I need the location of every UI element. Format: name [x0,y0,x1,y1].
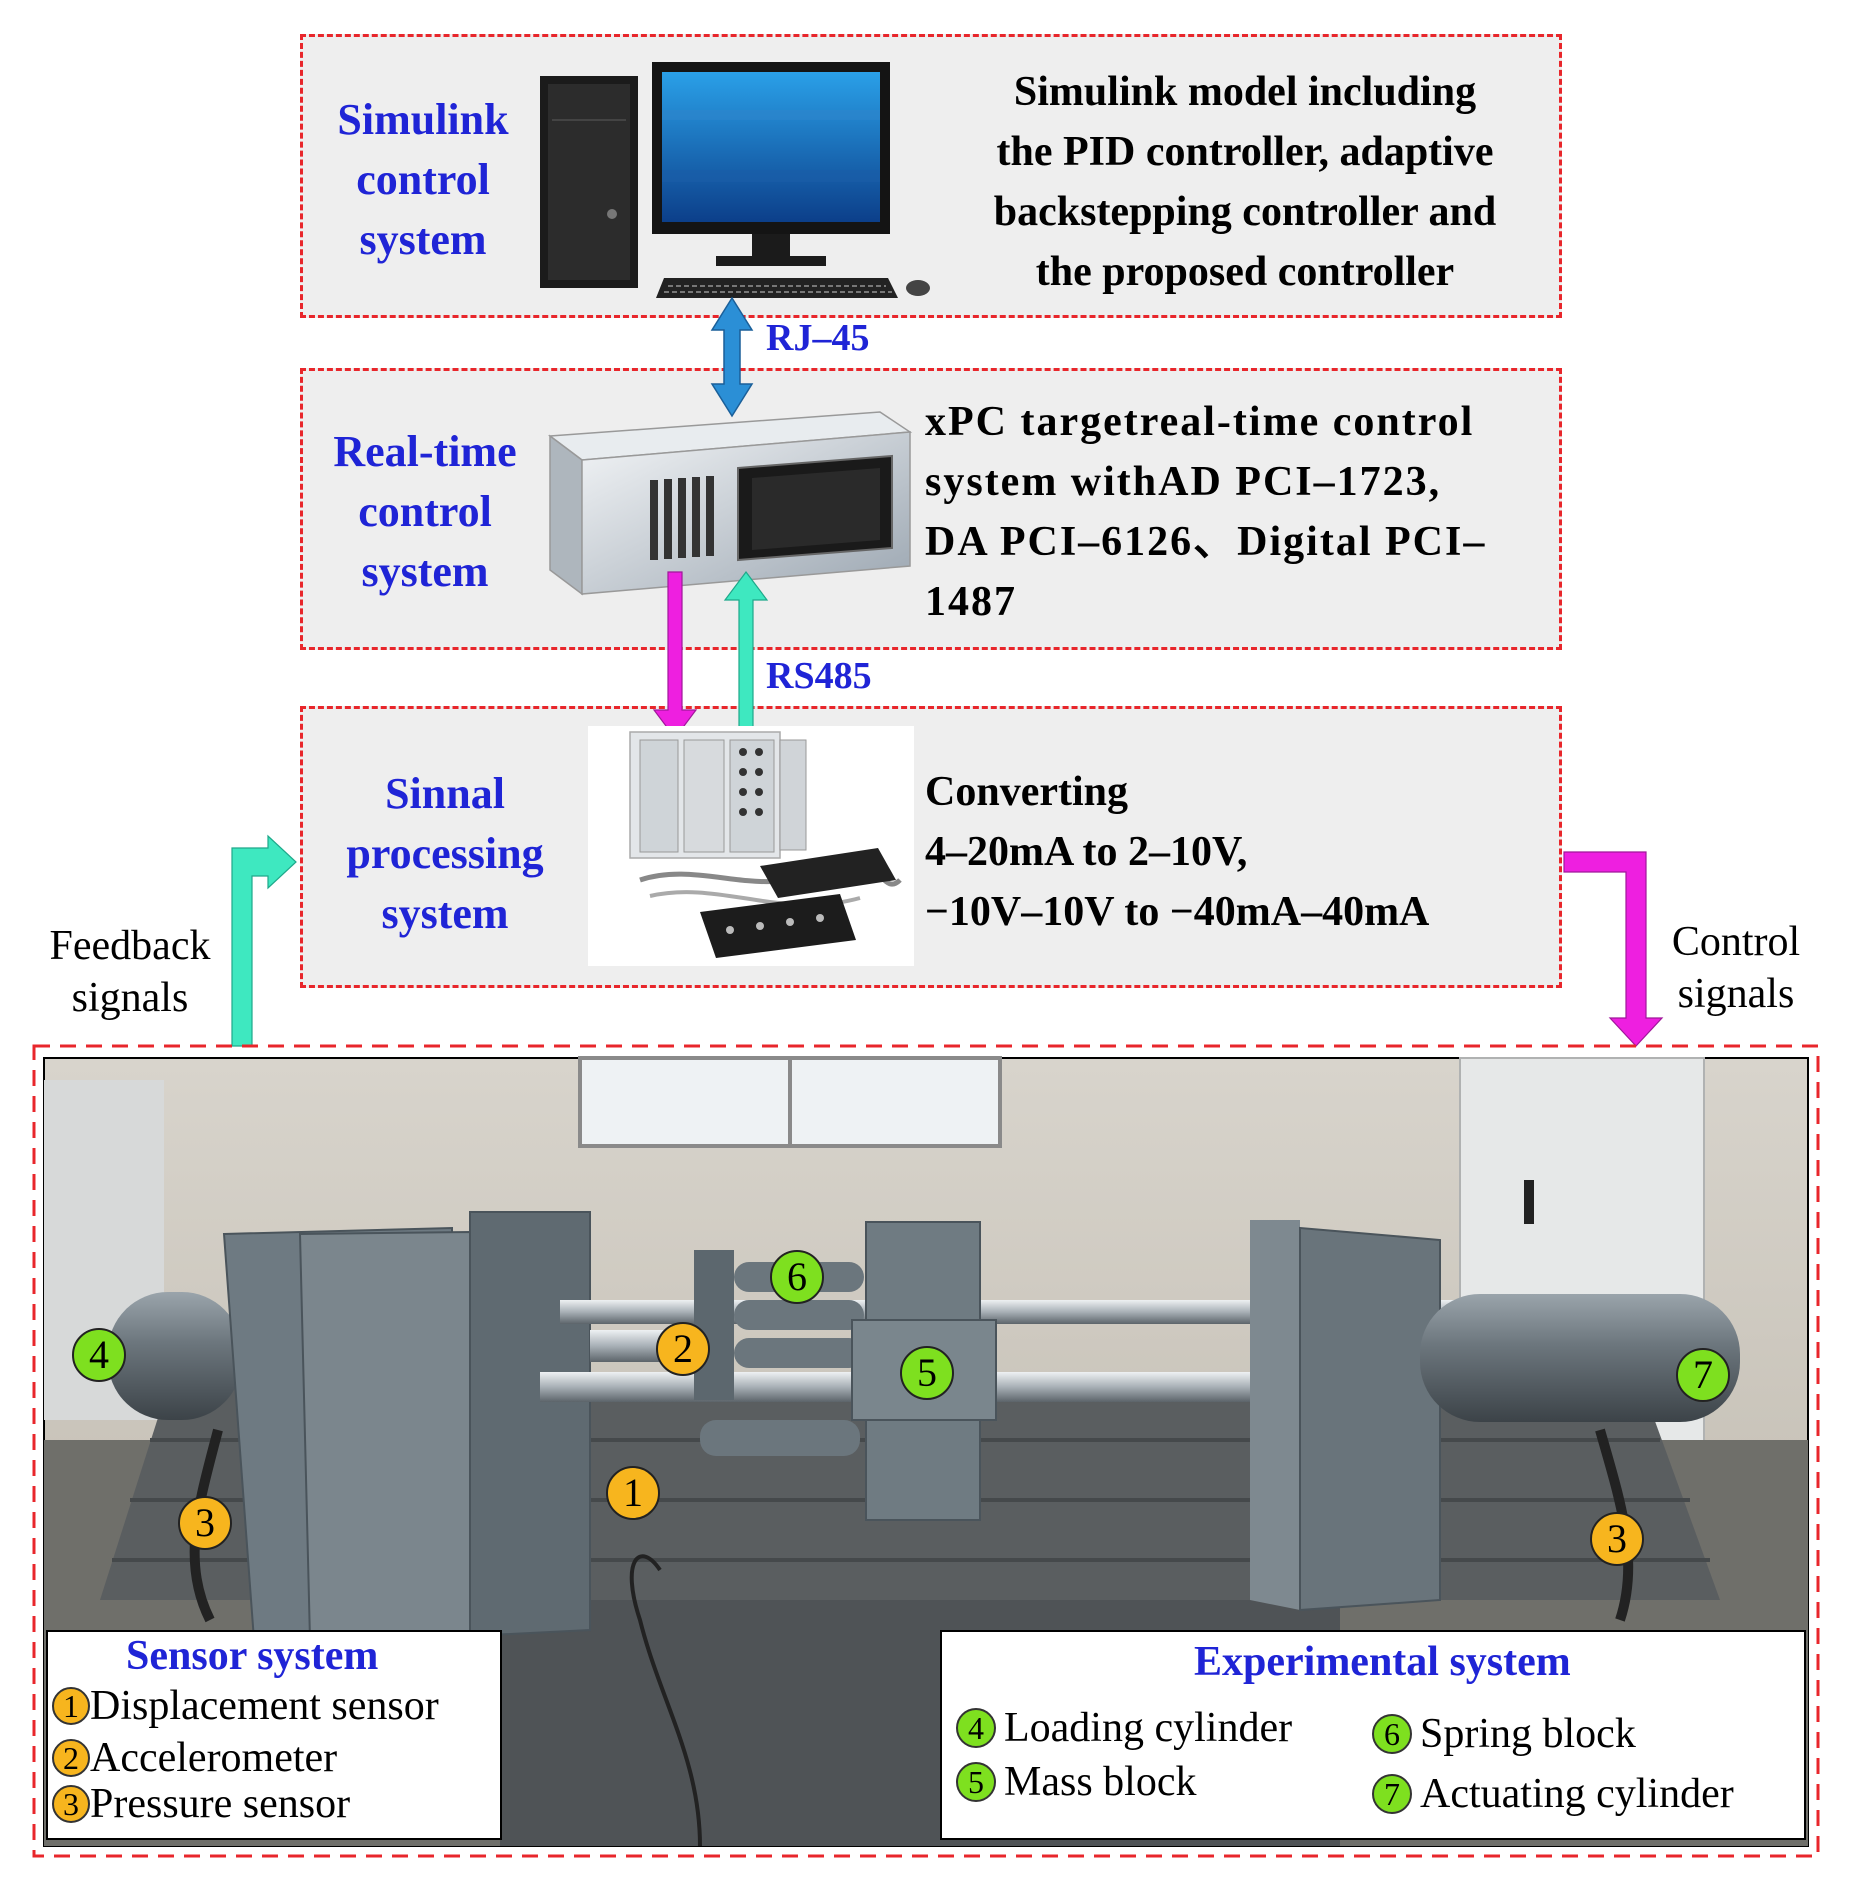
keyboard-icon [656,278,898,298]
sensor-legend-label: Displacement sensor [90,1683,439,1729]
photo-marker-accelerometer: 2 [656,1322,710,1376]
realtime-panel [300,368,1562,650]
experimental-legend-item: 7 Actuating cylinder [1372,1770,1734,1818]
number-badge-icon: 4 [956,1708,996,1748]
photo-marker-mass-block: 5 [900,1346,954,1400]
experimental-legend-label: Spring block [1420,1711,1636,1757]
mouse-icon [906,280,930,296]
photo-marker-pressure-sensor-left: 3 [178,1496,232,1550]
number-badge-icon: 3 [52,1785,90,1823]
simulink-title: Simulink control system [337,95,509,264]
sensor-legend-item: 1 Displacement sensor [52,1682,439,1730]
monitor-icon [652,62,890,266]
xpc-target-chassis-icon [547,411,913,596]
simulink-panel [300,34,1562,318]
experimental-legend-item: 5 Mass block [956,1758,1197,1806]
rs485-up-arrow [723,571,769,739]
experimental-legend-item: 4 Loading cylinder [956,1704,1292,1752]
signal-conditioning-device-icon [588,726,914,966]
sensor-legend-label: Accelerometer [90,1735,338,1781]
number-badge-icon: 1 [52,1687,90,1725]
rj45-label: RJ–45 [766,317,870,359]
signal-description: Converting 4–20mA to 2–10V, −10V–10V to … [925,769,1430,935]
sensor-legend-item: 2 Accelerometer [52,1734,337,1782]
signal-title: Sinnal processing system [346,769,544,938]
control-arrow [1563,851,1664,1047]
feedback-arrow [231,834,297,1047]
sensor-legend-item: 3 Pressure sensor [52,1780,350,1828]
simulink-description: Simulink model including the PID control… [993,69,1497,295]
experimental-legend-label: Mass block [1004,1759,1197,1805]
experimental-legend-label: Actuating cylinder [1420,1771,1734,1817]
sensor-legend [46,1630,502,1840]
number-badge-icon: 2 [52,1739,90,1777]
experimental-legend-title: Experimental system [1194,1639,1571,1685]
photo-marker-spring-block: 6 [770,1250,824,1304]
realtime-title: Real-time control system [333,427,517,596]
rj45-double-arrow [710,296,754,418]
control-signals-label: Control signals [1671,919,1801,1017]
number-badge-icon: 6 [1372,1714,1412,1754]
feedback-signals-label: Feedback signals [49,923,211,1021]
sensor-legend-label: Pressure sensor [90,1781,351,1827]
photo-marker-loading-cylinder: 4 [72,1328,126,1382]
number-badge-icon: 7 [1372,1774,1412,1814]
signal-panel [300,706,1562,988]
photo-marker-displacement-sensor: 1 [606,1466,660,1520]
realtime-description: xPC targetreal-time control system withA… [925,399,1487,625]
experimental-legend-label: Loading cylinder [1004,1705,1293,1751]
photo-marker-pressure-sensor-right: 3 [1590,1512,1644,1566]
photo-marker-actuating-cylinder: 7 [1676,1348,1730,1402]
sensor-legend-title: Sensor system [126,1633,379,1679]
experimental-panel [32,1044,1820,1858]
rs485-label: RS485 [766,655,872,697]
rs485-down-arrow [652,571,698,739]
computer-tower-icon [540,76,638,288]
number-badge-icon: 5 [956,1762,996,1802]
experimental-legend-item: 6 Spring block [1372,1710,1636,1758]
